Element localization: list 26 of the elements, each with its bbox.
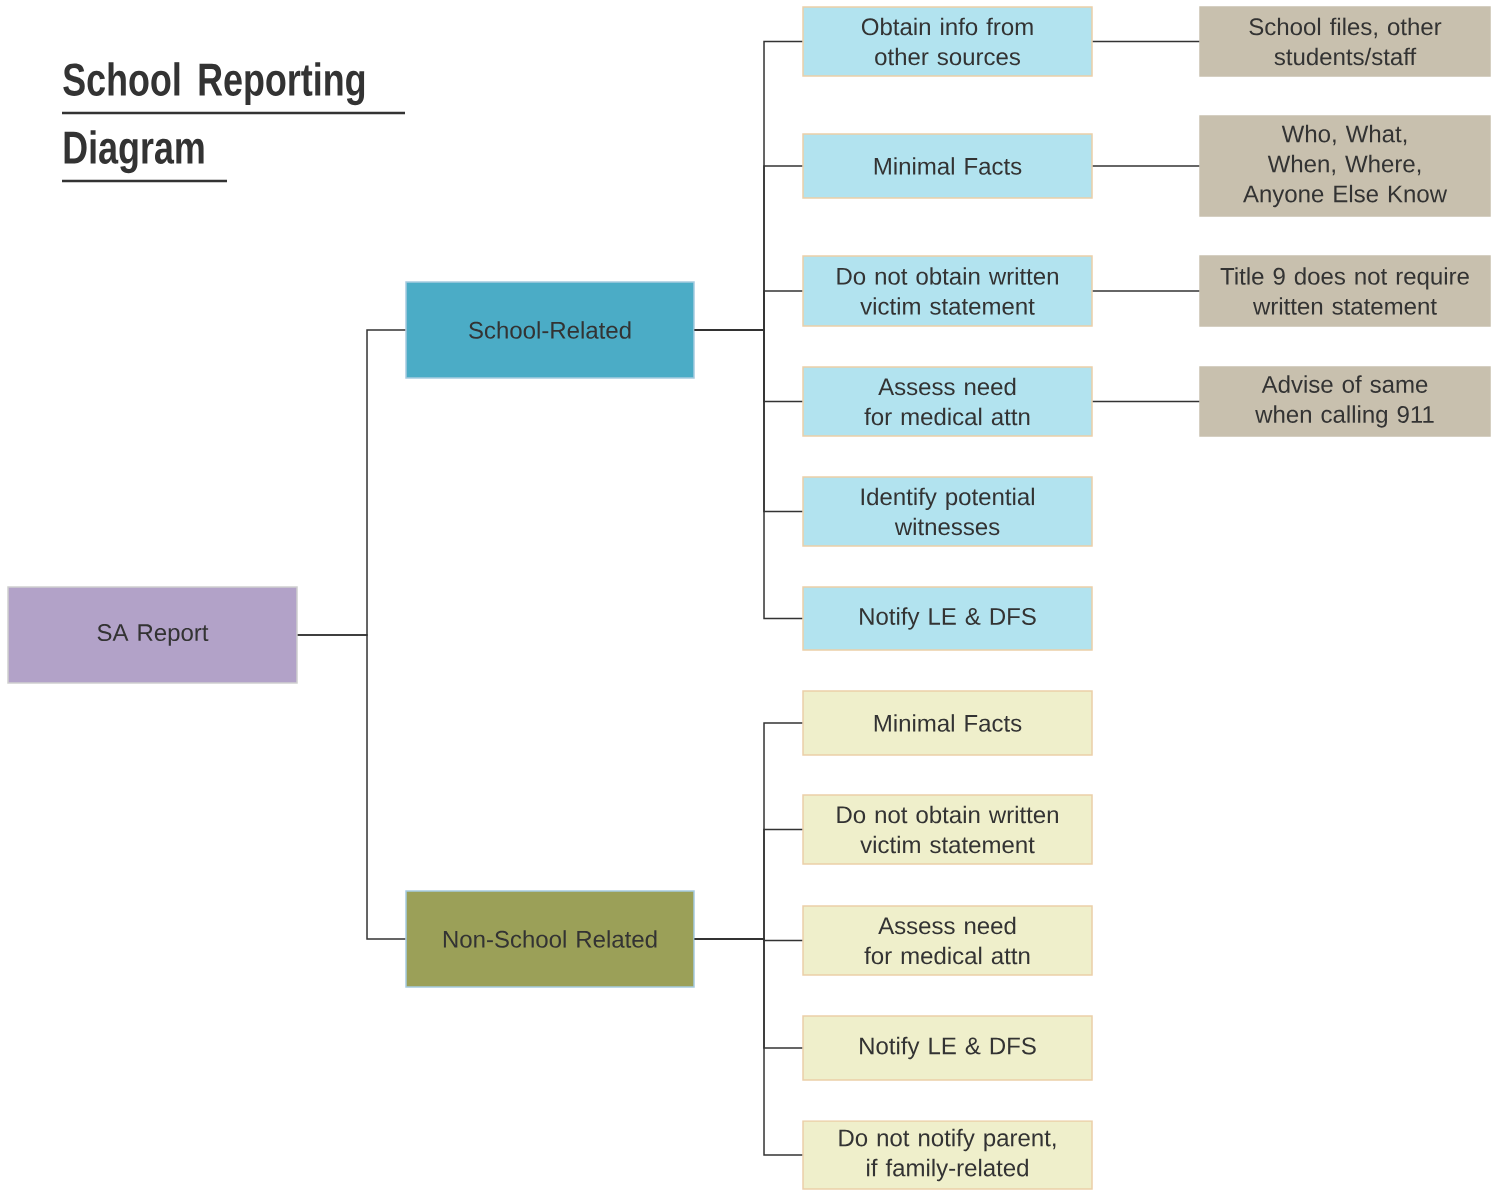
connector (694, 329, 803, 620)
step-box: Do not obtain written victim statement (802, 255, 1093, 327)
detail-box: Title 9 does not require written statement (1199, 255, 1491, 327)
detail-box: Who, What, When, Where, Anyone Else Know (1199, 115, 1491, 217)
step-box: Minimal Facts (802, 133, 1093, 199)
connector (1092, 165, 1200, 167)
connector (1092, 40, 1200, 43)
detail-box: School files, other students/staff (1199, 6, 1491, 77)
step-box: Assess need for medical attn (802, 366, 1093, 437)
step-box: Minimal Facts (802, 690, 1093, 756)
step-box: Identify potential witnesses (802, 476, 1093, 547)
step-box: Notify LE & DFS (802, 586, 1093, 651)
step-box: Do not notify parent, if family-related (802, 1120, 1093, 1190)
detail-box: Advise of same when calling 911 (1199, 366, 1491, 437)
connector (1092, 290, 1200, 292)
step-box: Notify LE & DFS (802, 1015, 1093, 1081)
connector (1092, 400, 1200, 403)
category-box: Non-School Related (405, 890, 695, 988)
step-box: Do not obtain written victim statement (802, 794, 1093, 865)
title: School Reporting Diagram (62, 62, 405, 183)
step-box: Obtain info from other sources (802, 6, 1093, 77)
root-box: SA Report (7, 586, 298, 684)
step-box: Assess need for medical attn (802, 905, 1093, 976)
connector (694, 938, 803, 1156)
connector (297, 634, 406, 940)
category-box: School-Related (405, 281, 695, 379)
